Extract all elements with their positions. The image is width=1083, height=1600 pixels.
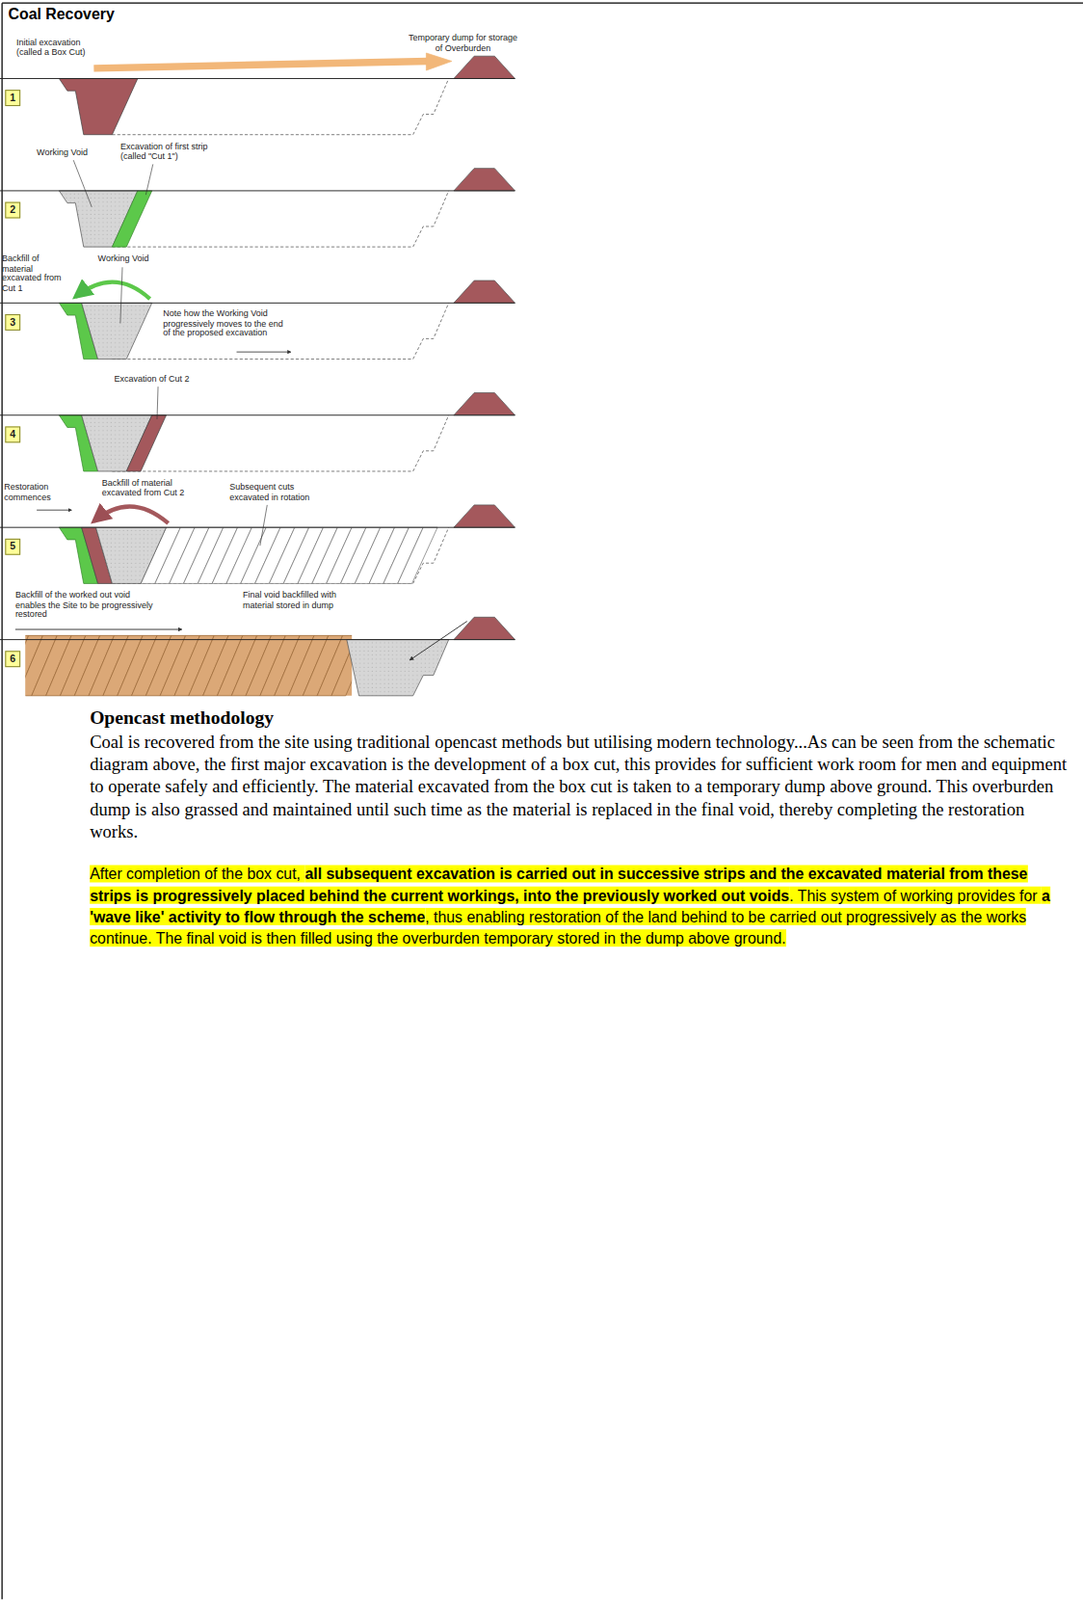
subsequent-cuts: [140, 527, 438, 583]
callout-label: Working Void: [36, 147, 108, 158]
body-paragraph: Coal is recovered from the site using tr…: [89, 730, 1071, 843]
stage-number-box: 3: [4, 314, 21, 331]
restoration-arrow: [36, 509, 72, 511]
transport-arrow: [93, 61, 428, 69]
restoration-arrow: [15, 629, 183, 631]
backfill-arrow: [409, 621, 467, 661]
overburden-dump: [453, 392, 516, 415]
callout-label: Temporary dump for storage of Overburden: [405, 33, 521, 53]
callout-label: Subsequent cuts excavated in rotation: [229, 482, 321, 502]
leader-line: [145, 163, 153, 195]
stage-number-box: 2: [4, 202, 21, 219]
callout-label: Restoration commences: [3, 482, 63, 502]
ground-line: [0, 302, 515, 304]
final-void: [346, 639, 450, 696]
leader-line: [260, 504, 267, 546]
callout-label: Note how the Working Void progressively …: [162, 309, 291, 339]
overburden-dump: [453, 616, 516, 639]
stage-drawing: [0, 52, 515, 135]
proposed-excavation-outline: [111, 78, 449, 134]
callout-label: Working Void: [98, 254, 170, 265]
overburden-dump: [453, 55, 516, 79]
highlighted-text: After completion of the box cut,: [89, 865, 305, 883]
stage-drawing: [0, 386, 515, 472]
stage-number-box: 1: [4, 89, 21, 106]
restored-ground: [25, 634, 352, 695]
frame-line: [0, 2, 2, 1599]
callout-label: Excavation of first strip (called "Cut 1…: [120, 141, 233, 161]
stage-number: 3: [9, 316, 16, 328]
section-heading: Opencast methodology: [89, 708, 274, 730]
proposed-excavation-outline: [111, 302, 449, 359]
highlighted-text: . This system of working provides for: [789, 886, 1042, 904]
leader-line: [120, 266, 123, 323]
overburden-dump: [453, 504, 516, 528]
stage-drawing: [0, 159, 515, 247]
working-void: [81, 302, 153, 359]
stage-drawing: [0, 616, 515, 695]
ground-line: [0, 414, 515, 416]
cut-strip: [126, 415, 166, 472]
ground-line: [0, 638, 515, 640]
progress-arrow: [237, 351, 291, 353]
box-cut: [58, 78, 137, 134]
proposed-excavation-outline: [111, 415, 449, 472]
leader-line: [157, 386, 159, 420]
ground-line: [0, 527, 515, 529]
ground-line: [0, 189, 515, 191]
frame-line: [1, 2, 1083, 4]
working-void: [95, 527, 166, 583]
callout-label: Final void backfilled with material stor…: [242, 590, 364, 610]
callout-label: Backfill of material excavated from Cut …: [1, 254, 66, 293]
stage-number: 2: [9, 204, 16, 216]
highlighted-paragraph: After completion of the box cut, all sub…: [89, 862, 1071, 949]
stage-drawing: [0, 504, 515, 583]
stage-number: 6: [9, 652, 16, 664]
ground-line: [0, 78, 515, 80]
callout-label: Initial excavation (called a Box Cut): [16, 37, 108, 57]
title: Coal Recovery: [7, 4, 114, 23]
cut-strip: [111, 190, 152, 247]
overburden-dump: [453, 280, 516, 303]
backfill-arrow: [93, 505, 168, 523]
stage-drawing: [0, 266, 515, 359]
stage-number: 1: [9, 91, 16, 104]
overburden-dump: [453, 168, 516, 191]
stage-number-box: 6: [4, 650, 21, 667]
backfill-arrow: [75, 282, 150, 299]
stage-number-box: 5: [4, 538, 21, 555]
stage-number-box: 4: [4, 425, 21, 443]
transport-arrow-head: [425, 52, 451, 71]
proposed-excavation-outline: [111, 190, 449, 247]
cut-strip: [397, 527, 438, 583]
stage-number: 5: [9, 540, 16, 553]
restored-strips: [25, 634, 352, 695]
callout-label: Backfill of material excavated from Cut …: [102, 477, 190, 498]
callout-label: Excavation of Cut 2: [114, 373, 217, 384]
stage-number: 4: [9, 428, 16, 441]
leader-line: [73, 159, 92, 208]
callout-label: Backfill of the worked out void enables …: [15, 590, 159, 620]
